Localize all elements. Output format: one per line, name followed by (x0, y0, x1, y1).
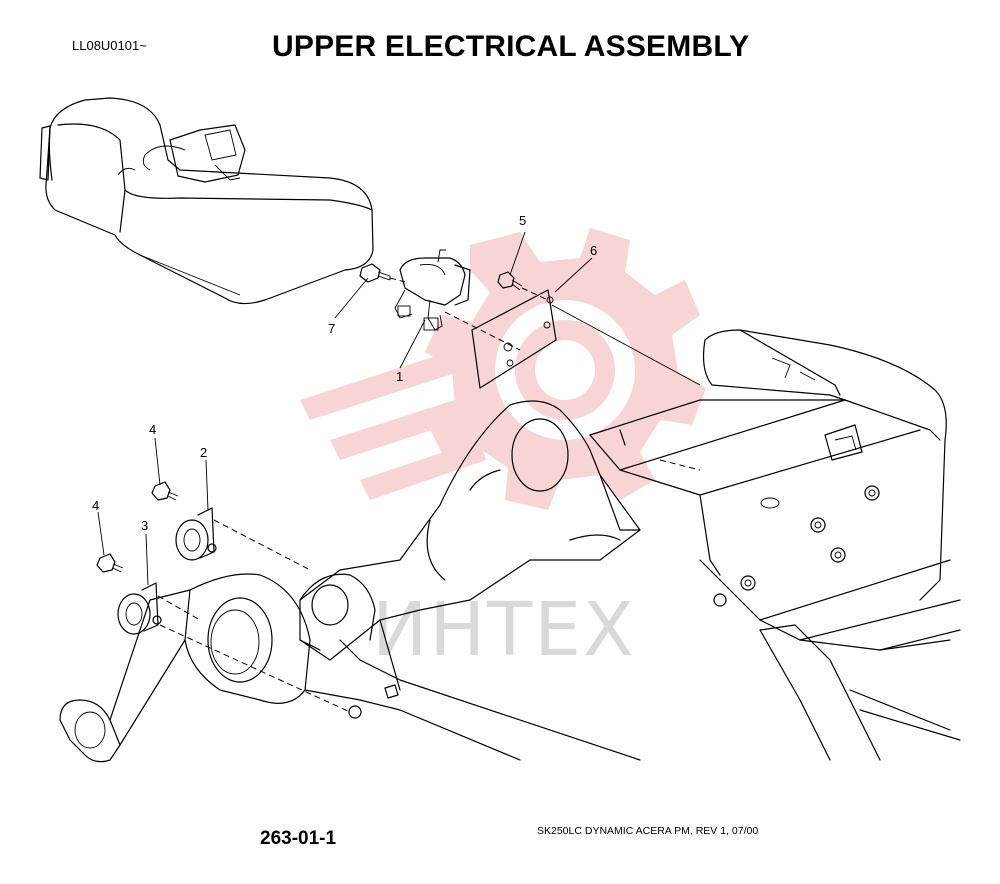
document-code: LL08U0101~ (72, 38, 147, 53)
callout-1: 1 (396, 369, 403, 384)
watermark-text: ИНТЕХ (372, 587, 636, 673)
callout-5: 5 (519, 213, 526, 228)
page-title: UPPER ELECTRICAL ASSEMBLY (272, 30, 750, 63)
boom-structure (59, 400, 641, 763)
horn-2 (151, 481, 311, 571)
page-number: 263-01-1 (260, 828, 337, 849)
leader-lines (97, 231, 593, 586)
callout-4a: 4 (149, 422, 156, 437)
callout-3: 3 (141, 518, 148, 533)
relay-assembly (359, 249, 521, 351)
callout-4b: 4 (92, 498, 99, 513)
model-revision: SK250LC DYNAMIC ACERA PM, REV 1, 07/00 (537, 825, 759, 837)
callout-6: 6 (590, 243, 597, 258)
mounting-plate (471, 271, 701, 389)
watermark-gear-icon (300, 228, 706, 510)
horn-3 (96, 553, 351, 713)
callout-2: 2 (200, 445, 207, 460)
callout-7: 7 (328, 321, 335, 336)
cab-housing (39, 97, 374, 305)
upper-frame (589, 329, 961, 761)
